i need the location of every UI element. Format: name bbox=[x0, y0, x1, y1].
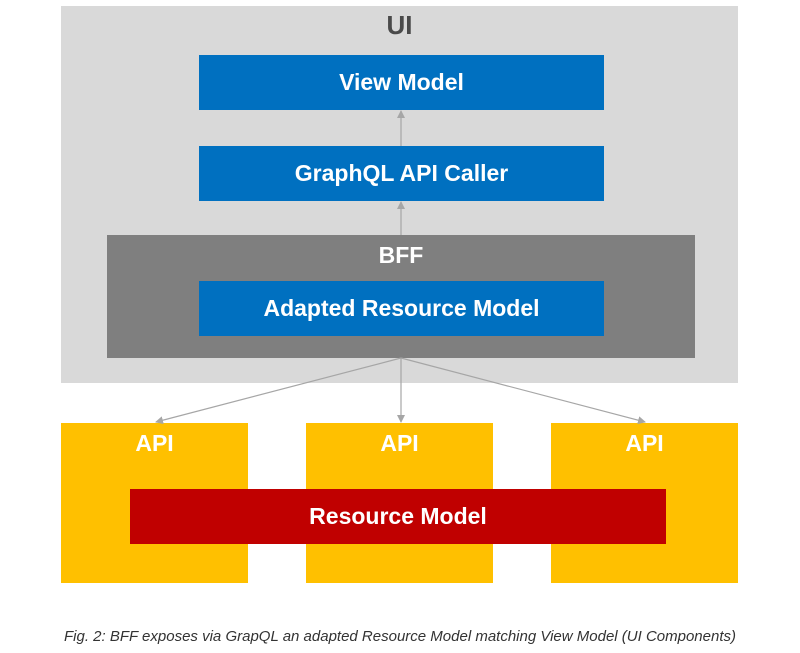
api-label-2: API bbox=[380, 430, 419, 456]
adapted-resource-model-box: Adapted Resource Model bbox=[199, 281, 604, 336]
api-label-3: API bbox=[625, 430, 664, 456]
ui-title: UI bbox=[386, 10, 413, 40]
figure-caption: Fig. 2: BFF exposes via GrapQL an adapte… bbox=[63, 628, 736, 645]
api-label-1: API bbox=[135, 430, 174, 456]
bff-title: BFF bbox=[378, 242, 424, 268]
graphql-api-caller-box: GraphQL API Caller bbox=[199, 146, 604, 201]
resource-model-box: Resource Model bbox=[130, 489, 666, 544]
view-model-box: View Model bbox=[199, 55, 604, 110]
